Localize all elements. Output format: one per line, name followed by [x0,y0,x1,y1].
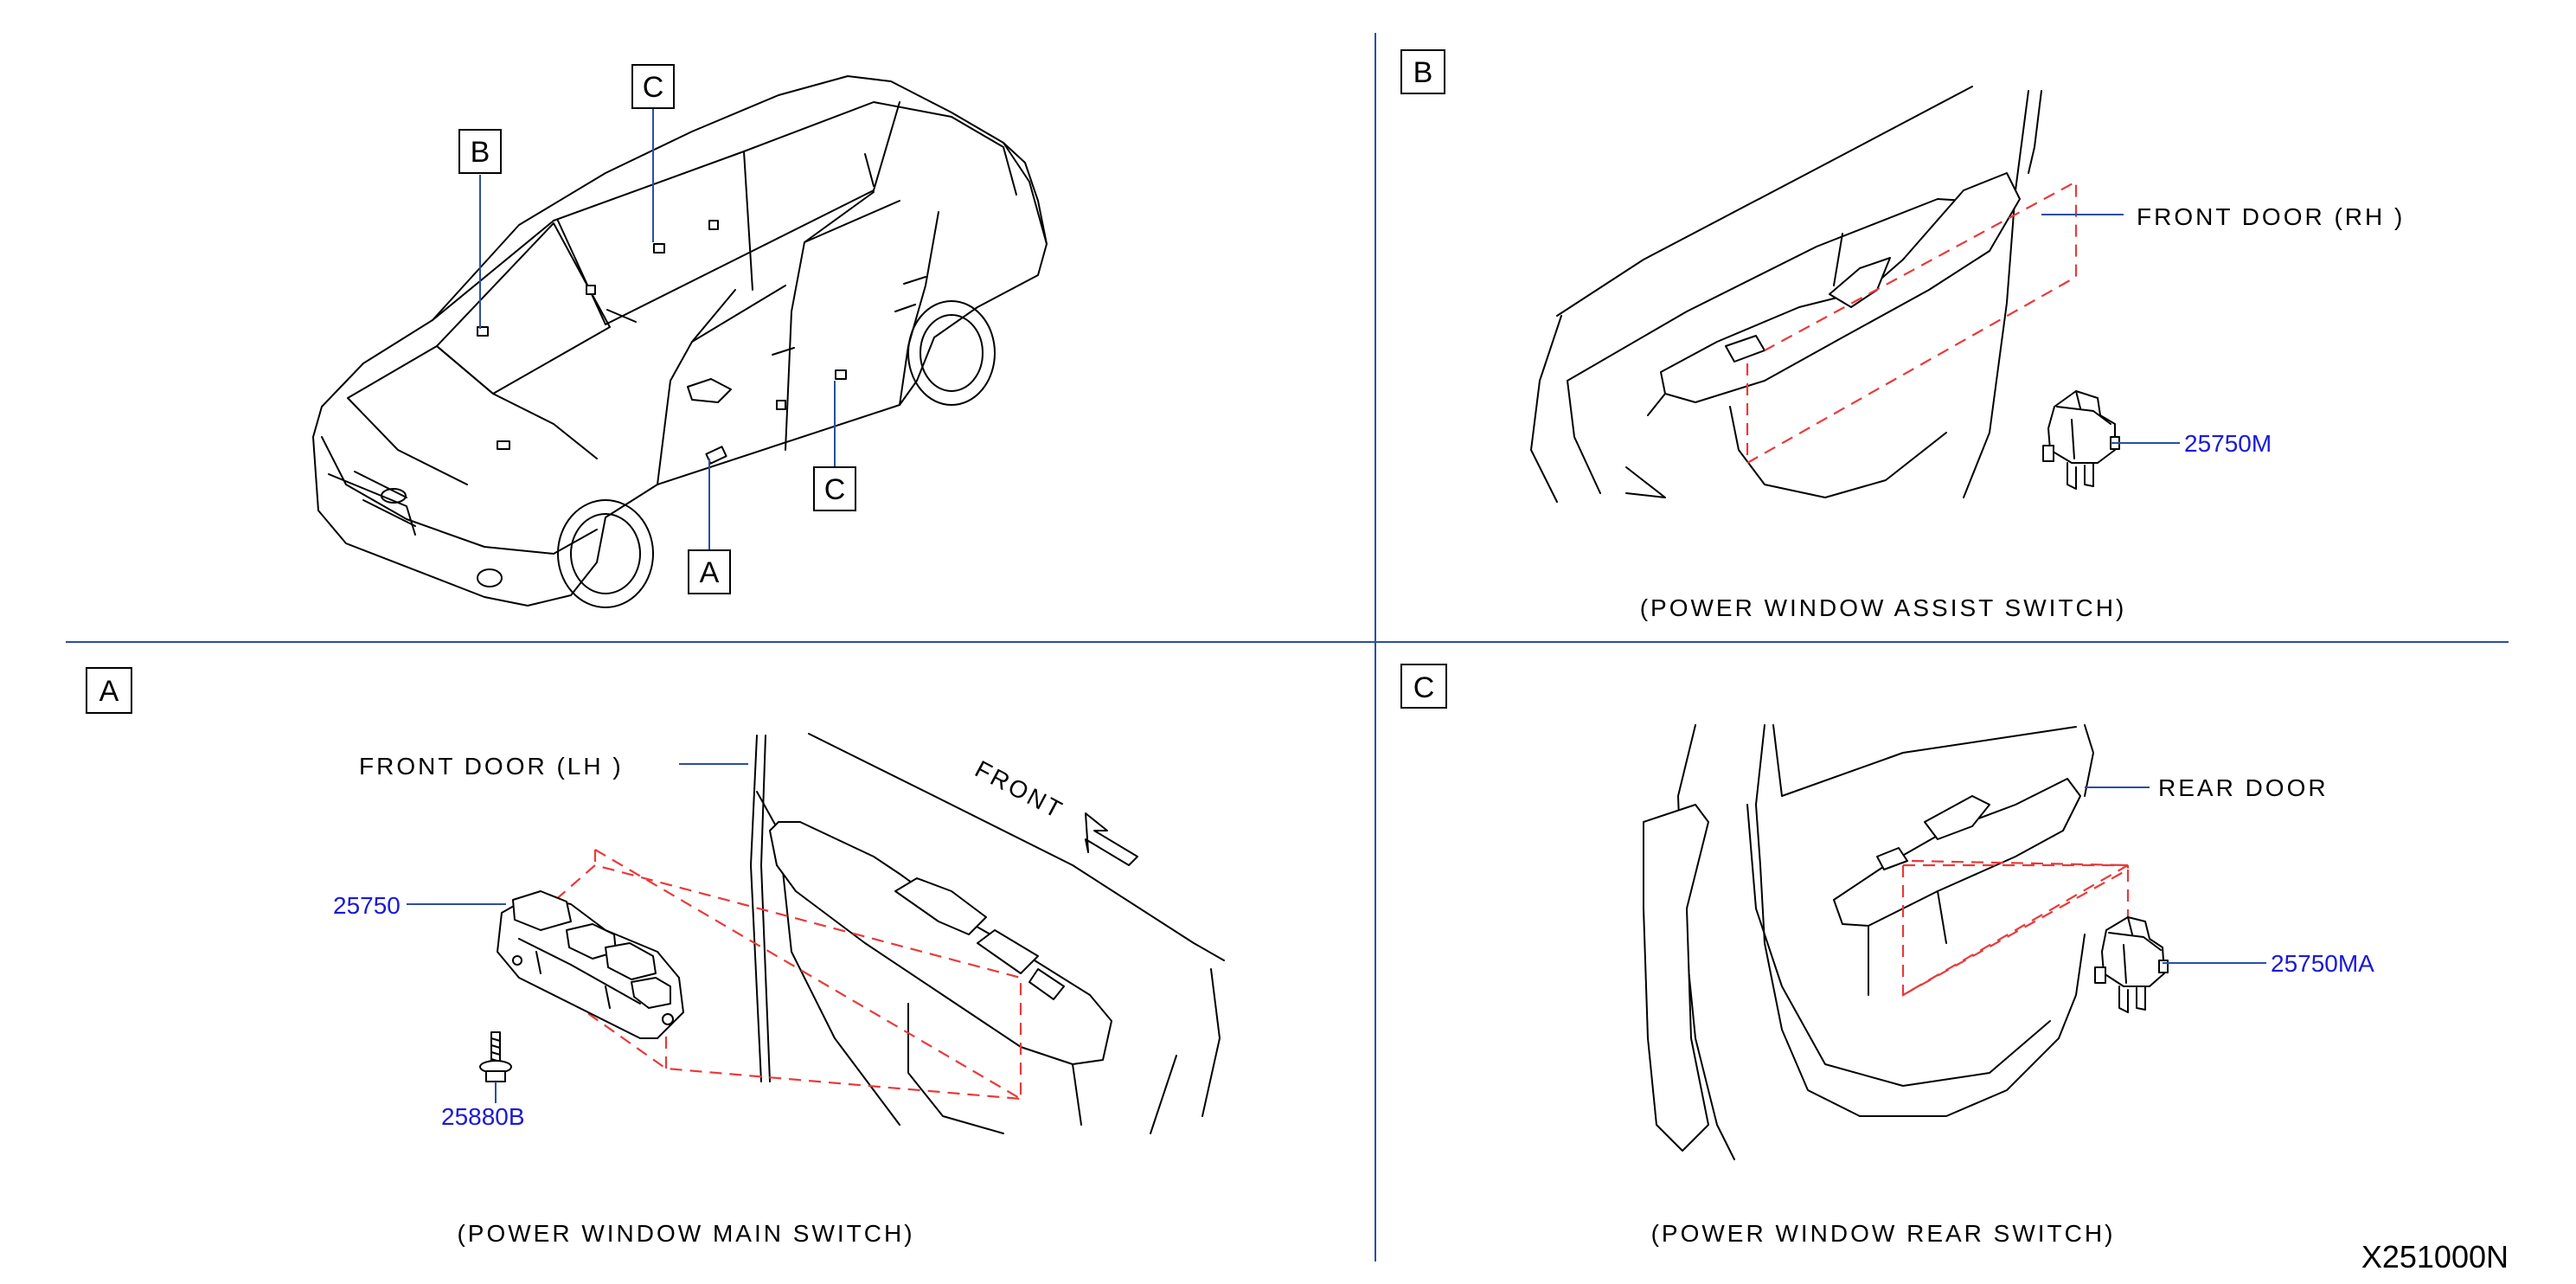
panel-a-tag [86,667,132,714]
callout-box-a [688,549,731,594]
panel-c-tag [1400,664,1447,709]
callout-c-top-label: C [643,71,664,104]
overview-callouts: B C C A [458,64,856,594]
front-direction-label: FRONT [971,755,1068,825]
diagram-code: X251000N [2361,1239,2509,1274]
panel-c-tag-label: C [1413,671,1435,704]
callout-box-c-top [631,64,675,109]
callout-c-side-label: C [824,473,846,506]
panel-b-tag-label: B [1413,56,1433,89]
panel-a-caption: (POWER WINDOW MAIN SWITCH) [457,1220,914,1247]
panel-b-tag [1400,49,1445,94]
panel-a: A FRONT DOOR (LH ) FRONT 25750 [86,667,1225,1247]
car-overview [312,75,1048,608]
panel-b-part-number: 25750M [2184,430,2272,457]
panel-a-switch-part-number: 25750 [333,892,400,919]
panel-b-caption: (POWER WINDOW ASSIST SWITCH) [1640,594,2127,621]
callout-box-c-side [813,466,856,511]
panel-a-tag-label: A [99,675,119,708]
panel-dividers [66,33,2509,1262]
panel-c-location-label: REAR DOOR [2158,774,2329,801]
callout-box-b [458,129,502,174]
panel-a-screw-part-number: 25880B [441,1103,525,1130]
panel-c-caption: (POWER WINDOW REAR SWITCH) [1651,1220,2116,1247]
panel-c: C 25750MA REAR DOOR (POWER WINDOW REAR S… [1400,664,2374,1247]
callout-b-label: B [471,136,490,169]
panel-a-location-label: FRONT DOOR (LH ) [359,753,624,780]
front-direction-arrow-icon [1085,812,1138,866]
panel-c-part-number: 25750MA [2271,950,2374,977]
callout-a-label: A [700,556,720,589]
panel-b-location-label: FRONT DOOR (RH ) [2137,203,2405,230]
panel-b: B 25750M FRONT DOOR (RH ) (POWER WINDOW … [1400,49,2405,621]
